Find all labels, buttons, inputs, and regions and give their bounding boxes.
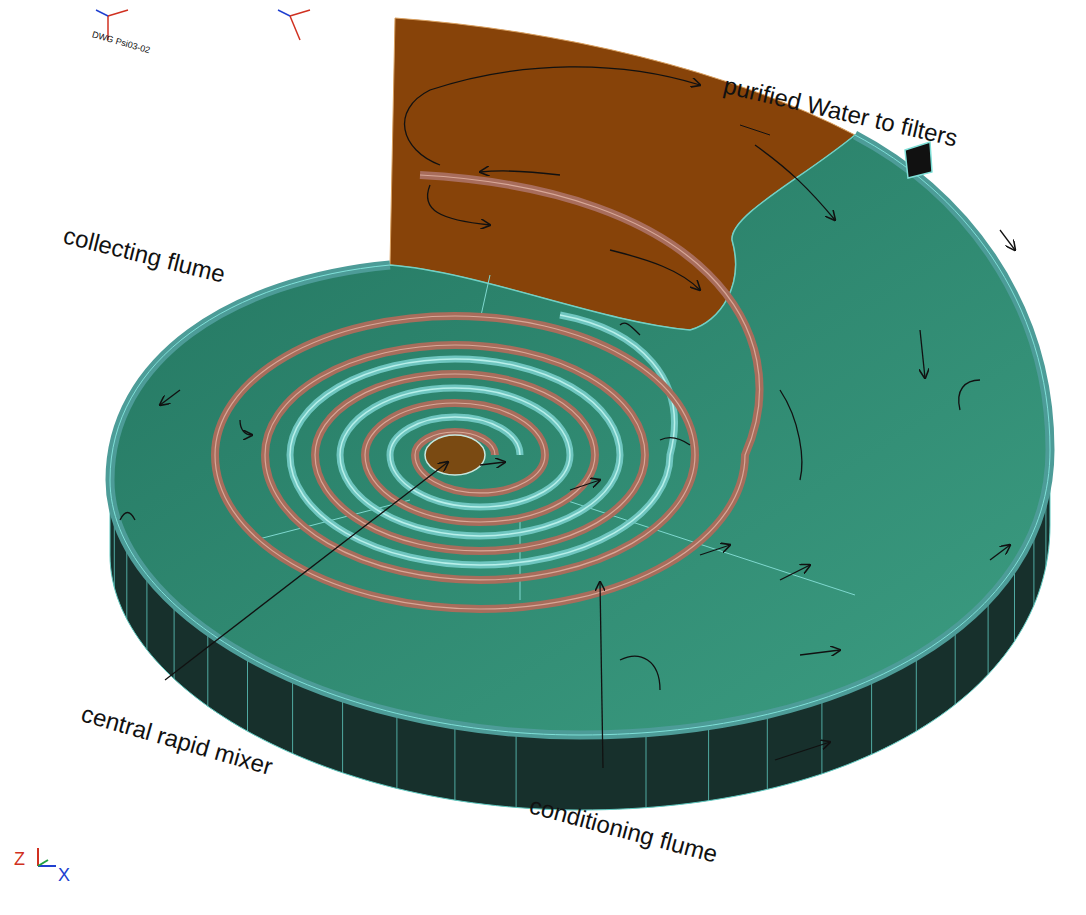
wall-panel-line [342,698,343,773]
conditioning-flume-highlight [215,175,760,609]
wall-panel-line [988,599,989,674]
wall-panel-line [396,713,397,788]
wall-panel-line [126,544,127,619]
wall-panel-line [292,679,293,754]
wall-panel-line [955,630,956,705]
part-label: collecting flume [61,222,228,288]
axis-letter: X [58,866,70,886]
leader-line [165,462,448,680]
wall-panel-line [1014,566,1015,641]
wall-panel-line [207,631,208,706]
wall-panel-line [146,575,147,650]
outer-rim-edge [110,135,1050,735]
drawing-number: DWG Psi03-02 [91,30,151,56]
axis-letter: Z [14,850,25,870]
rapid-mixer [425,435,485,475]
wall-panel-line [708,726,709,801]
wall-panel-line [767,714,768,789]
tank-surface [110,135,1050,735]
wall-panel-line [247,656,248,731]
leader-line [600,582,603,768]
outlet [905,142,932,178]
leader-line [740,125,770,135]
wall-panel-line [646,733,647,808]
wall-panel-line [871,679,872,754]
wall-panel-line [174,604,175,679]
wall-panel-line [916,656,917,731]
axis-glyph [96,10,310,40]
wall-panel-line [821,699,822,774]
wall-panel-line [454,725,455,800]
conditioning-flume-spiral [215,175,760,609]
wall-panel-line [516,733,517,808]
axis-triad [38,848,56,866]
outer-rim [110,135,1050,735]
flow-arrows [120,67,1015,760]
